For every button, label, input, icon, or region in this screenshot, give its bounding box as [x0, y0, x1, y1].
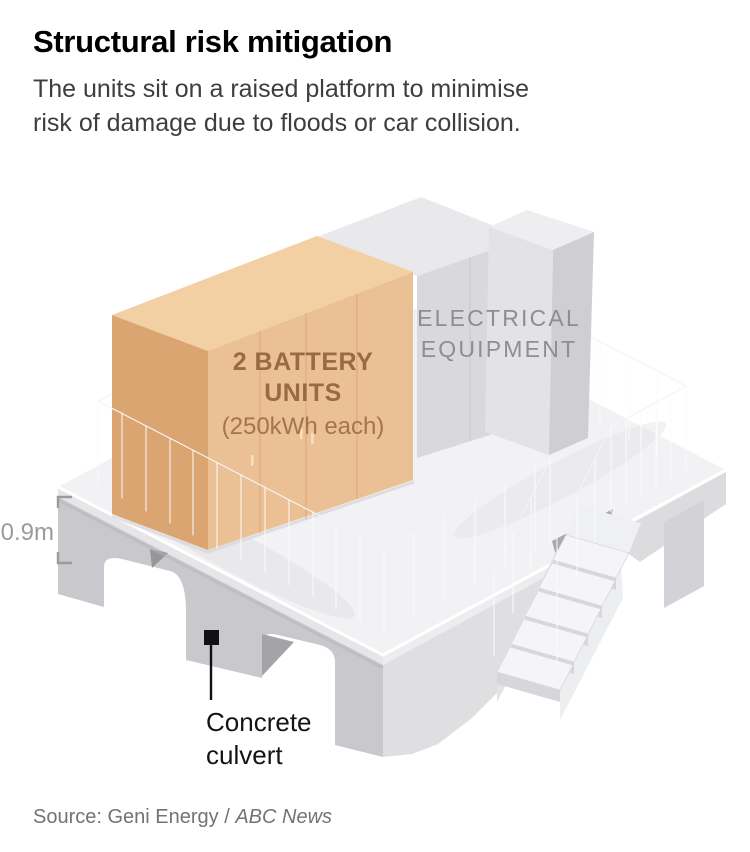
- support-front-left-face: [58, 497, 383, 757]
- culvert-shadow-wedge: [262, 634, 294, 676]
- culvert-label-line1: Concrete: [206, 707, 312, 737]
- subtitle-line-2: risk of damage due to floods or car coll…: [33, 109, 521, 137]
- subtitle-line-1: The units sit on a raised platform to mi…: [33, 75, 530, 103]
- support-front-right-face: [383, 568, 562, 757]
- equipment-label-line1: ELECTRICAL: [417, 305, 581, 331]
- source-prefix: Source: Geni Energy /: [33, 806, 236, 828]
- source-publication: ABC News: [235, 806, 333, 828]
- page-title: Structural risk mitigation: [33, 24, 393, 59]
- tower-top: [489, 210, 594, 250]
- battery-label-line3: (250kWh each): [222, 413, 385, 440]
- electrical-equipment-tower: [485, 210, 594, 455]
- culvert-marker: [204, 630, 219, 645]
- battery-box-side: [112, 315, 208, 550]
- equipment-label-line2: EQUIPMENT: [421, 336, 578, 362]
- culvert-label-line2: culvert: [206, 740, 283, 770]
- battery-label-line2: UNITS: [264, 379, 342, 407]
- support-right-corner-face: [606, 472, 726, 562]
- battery-box-top: [112, 236, 413, 351]
- platform-illustration: ELECTRICAL EQUIPMENT 2 BATTERY UNITS (25…: [1, 197, 727, 770]
- height-label: 0.9m: [1, 519, 54, 546]
- page-subtitle: The units sit on a raised platform to mi…: [33, 72, 529, 140]
- battery-box-front: [208, 272, 413, 550]
- height-bracket: [56, 495, 72, 565]
- support-right-leg: [664, 500, 704, 608]
- tower-side: [549, 232, 594, 455]
- battery-label: 2 BATTERY UNITS (250kWh each): [222, 348, 385, 440]
- height-dimension: 0.9m: [1, 495, 72, 565]
- equipment-label: ELECTRICAL EQUIPMENT: [417, 305, 581, 362]
- culvert-callout: Concrete culvert: [204, 630, 312, 770]
- platform-supports: [57, 472, 726, 757]
- battery-units-box: [111, 236, 415, 554]
- battery-label-line1: 2 BATTERY: [233, 348, 374, 376]
- source-line: Source: Geni Energy / ABC News: [33, 806, 332, 829]
- stairs: [496, 505, 641, 720]
- tower-front: [485, 227, 553, 455]
- stair-right-stringer: [560, 566, 623, 720]
